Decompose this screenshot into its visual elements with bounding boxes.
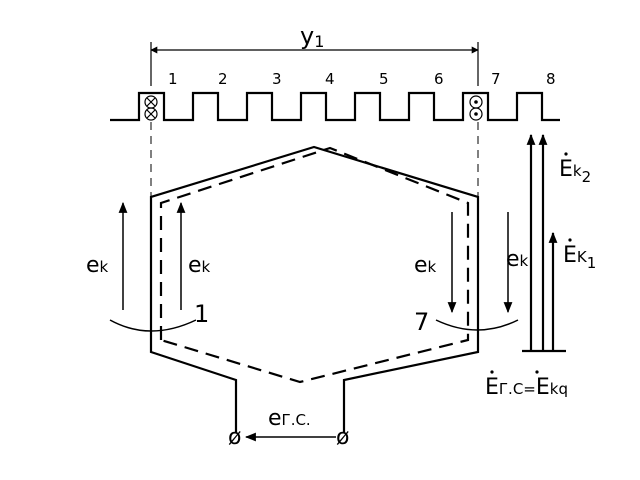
flux-arc-right: [435, 319, 519, 331]
flux-arc-left: [109, 319, 197, 332]
egs-label: eГ.С.: [268, 406, 311, 431]
coil-side-label-7: 7: [414, 308, 429, 336]
conductor-cross-icon: [144, 95, 158, 121]
slot-number-2: 2: [218, 70, 228, 88]
ek-label-2: ek: [188, 253, 211, 278]
armature-slot-profile: [110, 91, 560, 122]
svg-text:EK1: EK1: [563, 243, 596, 272]
ek-label-4: ek: [506, 247, 529, 272]
slot-number-3: 3: [272, 70, 282, 88]
slot-number-6: 6: [434, 70, 444, 88]
coil-dashed: [159, 146, 470, 384]
svg-text:Ek2: Ek2: [559, 157, 591, 186]
ek1-label: EK1: [563, 238, 596, 272]
pitch-label: y1: [300, 22, 324, 51]
egc-equals-ekq-label: EГ.С=Ekq: [485, 370, 568, 400]
conductor-dot-icon: [469, 95, 483, 121]
slot-number-4: 4: [325, 70, 335, 88]
terminal-left-icon: ø: [228, 425, 241, 450]
coil-side-label-1: 1: [194, 300, 209, 328]
ek-label-3: ek: [414, 253, 437, 278]
slot-number-1: 1: [168, 70, 178, 88]
slot-number-8: 8: [546, 70, 556, 88]
slot-number-5: 5: [379, 70, 389, 88]
ek2-label: Ek2: [559, 152, 591, 186]
terminal-right-icon: ø: [336, 425, 349, 450]
slot-number-7: 7: [491, 70, 501, 88]
coil-solid: [149, 145, 480, 433]
svg-text:EГ.С=Ekq: EГ.С=Ekq: [485, 375, 568, 400]
ek-label-1: ek: [86, 253, 109, 278]
